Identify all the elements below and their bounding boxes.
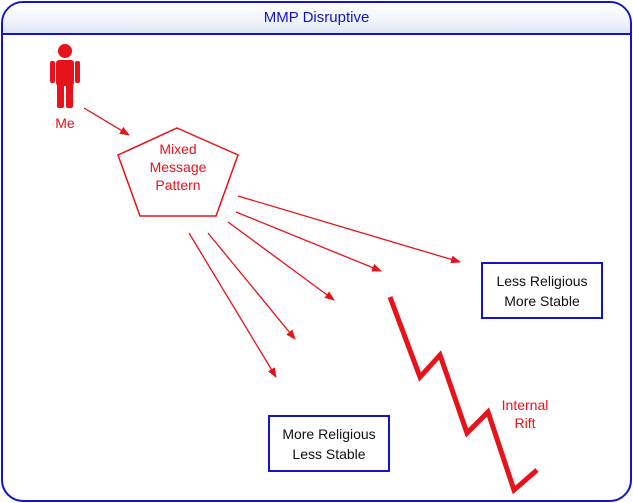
more-religious-line-2: Less Stable (292, 445, 366, 462)
rift-line-2: Rift (514, 415, 536, 431)
more-religious-box: More Religious Less Stable (268, 415, 390, 472)
rift-line-1: Internal (501, 397, 549, 413)
pattern-line-3: Pattern (155, 177, 201, 193)
me-label-text: Me (55, 115, 75, 131)
diagram-title: MMP Disruptive (3, 3, 630, 35)
arrow-middle-1 (227, 221, 335, 301)
arrow-middle-2 (207, 232, 296, 340)
me-label: Me (45, 114, 85, 132)
less-religious-line-1: Less Religious (496, 272, 588, 289)
less-religious-line-2: More Stable (504, 292, 580, 309)
less-religious-box: Less Religious More Stable (481, 262, 603, 319)
arrow-me-to-pattern (83, 107, 130, 136)
pattern-line-1: Mixed (159, 141, 197, 157)
pattern-line-2: Message (149, 159, 207, 175)
pattern-pentagon (117, 127, 239, 217)
more-religious-line-1: More Religious (282, 425, 376, 442)
arrow-to-less-religious (237, 195, 461, 264)
pattern-label: Mixed Message Pattern (123, 140, 233, 194)
arrow-to-rift-top (235, 211, 382, 272)
arrow-to-more-religious (188, 232, 277, 378)
lightning-bolt-icon (387, 296, 539, 495)
person-icon (50, 44, 80, 108)
rift-label: Internal Rift (486, 396, 564, 432)
